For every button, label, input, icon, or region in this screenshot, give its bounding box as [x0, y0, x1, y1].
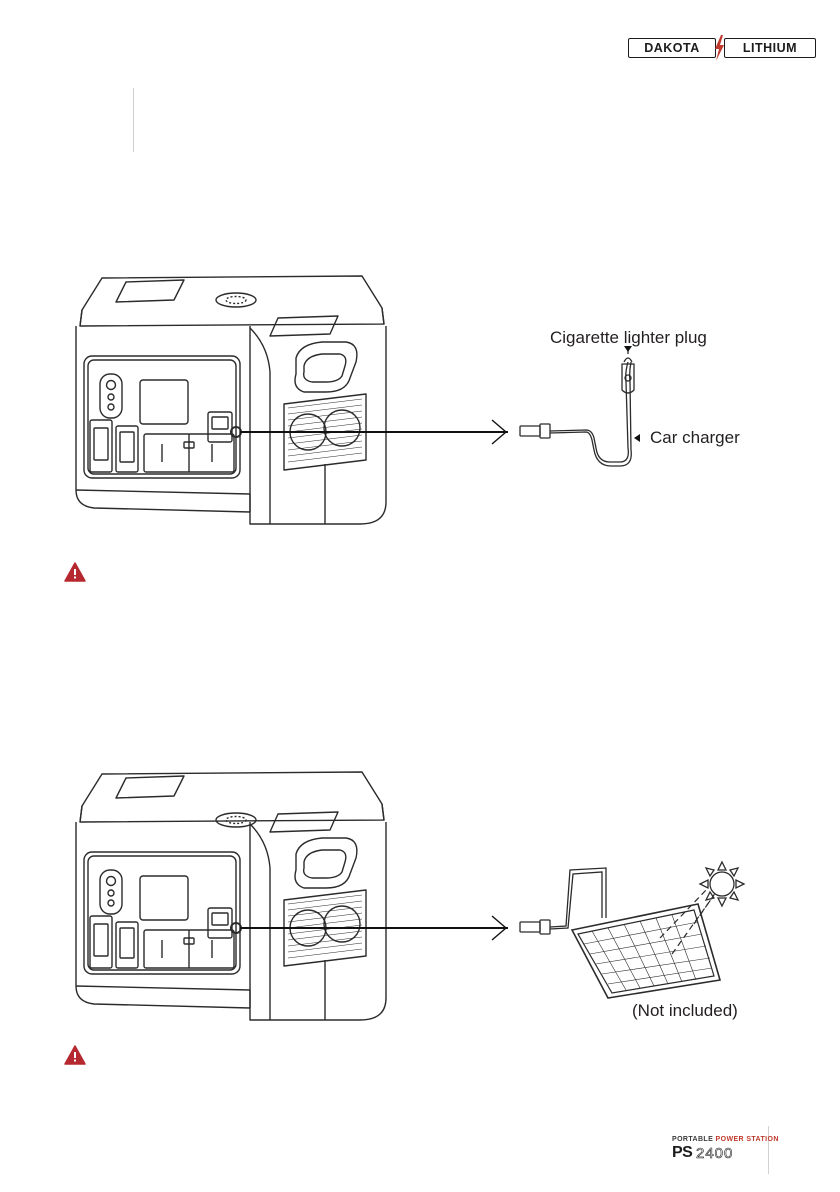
solar-panel-illustration — [572, 888, 720, 998]
car-charger-label: Car charger — [650, 428, 740, 448]
brand-logo-right: LITHIUM — [724, 38, 816, 58]
car-charger-cable — [520, 348, 634, 466]
footer-product-logo: PORTABLE POWER STATION PS 2400 — [672, 1136, 764, 1166]
footer-product-line: PORTABLE POWER STATION — [672, 1136, 779, 1143]
power-station-illustration — [76, 772, 386, 1020]
power-station-illustration — [76, 276, 386, 524]
charging-cable — [240, 420, 508, 444]
charging-cable — [240, 916, 508, 940]
solar-charging-diagram: (Not included) — [60, 758, 780, 1058]
footer-ps-text: PS — [672, 1144, 692, 1162]
not-included-label: (Not included) — [632, 1001, 738, 1021]
car-charging-illustration — [60, 262, 780, 562]
footer-model-number: 2400 — [696, 1145, 733, 1162]
footer-power-station-text: POWER STATION — [716, 1136, 779, 1143]
footer-divider — [768, 1126, 769, 1174]
footer-portable-text: PORTABLE — [672, 1136, 716, 1143]
charger-pointer-icon — [634, 434, 640, 442]
brand-logo: DAKOTA LITHIUM — [628, 38, 816, 58]
sun-icon — [700, 862, 744, 906]
solar-cable — [520, 868, 606, 934]
brand-logo-left: DAKOTA — [628, 38, 716, 58]
warning-triangle-icon — [64, 562, 86, 582]
car-charging-diagram: Cigarette lighter plug Car charger — [60, 262, 780, 562]
cigarette-lighter-plug-label: Cigarette lighter plug — [550, 328, 707, 348]
header-divider — [133, 88, 134, 152]
warning-triangle-icon — [64, 1045, 86, 1065]
